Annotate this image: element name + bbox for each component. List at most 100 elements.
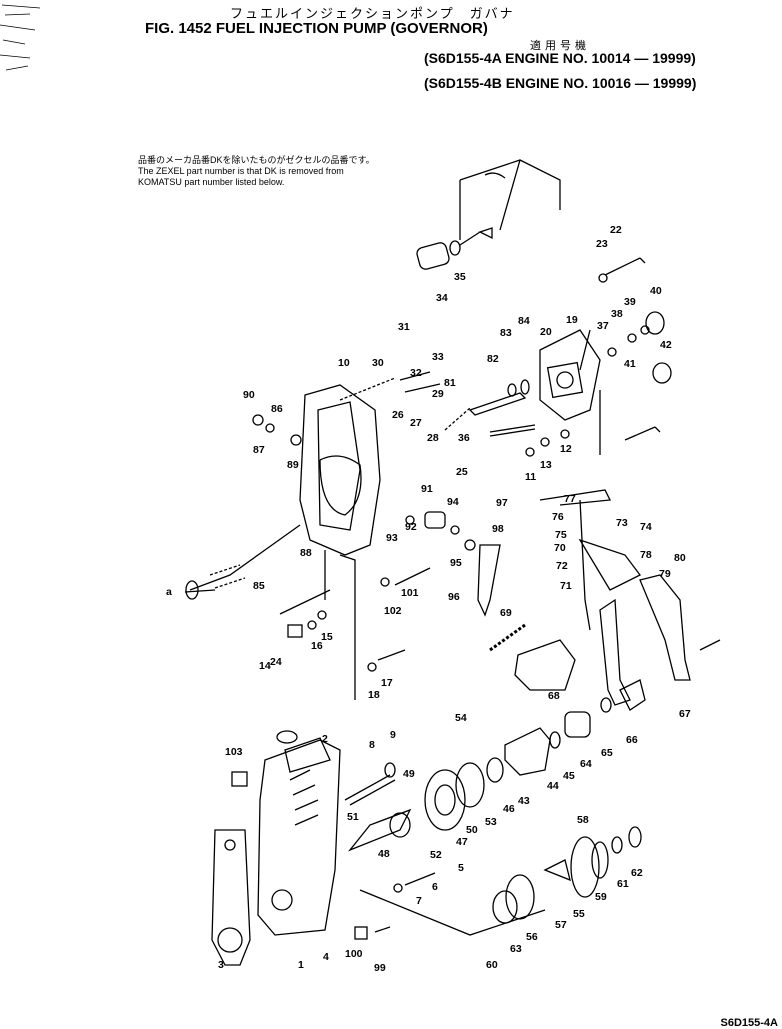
callout-label: 60 <box>486 959 498 971</box>
callout-label: 37 <box>597 320 609 332</box>
callout-label: 83 <box>500 327 512 339</box>
callout-label: 2 <box>322 733 328 745</box>
callout-label: 62 <box>631 867 643 879</box>
callout-label: 1 <box>298 959 304 971</box>
callout-label: 52 <box>430 849 442 861</box>
callout-label: 55 <box>573 908 585 920</box>
callout-label: 8 <box>369 739 375 751</box>
callout-label: 41 <box>624 358 636 370</box>
applicability-label: 適用号機 <box>530 40 590 52</box>
callout-label: 42 <box>660 339 672 351</box>
callout-label: 11 <box>525 471 536 483</box>
callout-label: 57 <box>555 919 567 931</box>
callout-label: 90 <box>243 389 255 401</box>
drawing-code: S6D155-4A <box>720 1017 778 1029</box>
callout-label: 6 <box>432 881 438 893</box>
callout-label: 9 <box>390 729 396 741</box>
callout-label: 75 <box>555 529 567 541</box>
callout-label: 97 <box>496 497 508 509</box>
callout-label: 39 <box>624 296 636 308</box>
callout-label: 46 <box>503 803 515 815</box>
part-callout-labels: 1234567891011121314151617181920222324252… <box>218 224 691 974</box>
callout-label: 67 <box>679 708 691 720</box>
callout-label: 86 <box>271 403 283 415</box>
callout-label: 59 <box>595 891 607 903</box>
callout-label: 17 <box>381 677 393 689</box>
callout-label: 103 <box>225 746 243 758</box>
callout-label: 78 <box>640 549 652 561</box>
callout-label: 12 <box>560 443 572 455</box>
callout-label: 38 <box>611 308 623 320</box>
callout-label: 102 <box>384 605 402 617</box>
callout-label: 91 <box>421 483 433 495</box>
figure-title: FIG. 1452 FUEL INJECTION PUMP (GOVERNOR) <box>145 20 488 37</box>
callout-label: 85 <box>253 580 265 592</box>
callout-label: 24 <box>270 656 282 668</box>
callout-label: 23 <box>596 238 608 250</box>
callout-label: 28 <box>427 432 439 444</box>
callout-label: 100 <box>345 948 363 960</box>
callout-label: 36 <box>458 432 470 444</box>
callout-label: 68 <box>548 690 560 702</box>
callout-label: 15 <box>321 631 333 643</box>
callout-label: 89 <box>287 459 299 471</box>
callout-label: 99 <box>374 962 386 974</box>
callout-label: 13 <box>540 459 552 471</box>
callout-label: 95 <box>450 557 462 569</box>
callout-label: 56 <box>526 931 538 943</box>
callout-label: 74 <box>640 521 652 533</box>
callout-label: 61 <box>617 878 629 890</box>
callout-label: 88 <box>300 547 312 559</box>
callout-label: 50 <box>466 824 478 836</box>
callout-label: 70 <box>554 542 566 554</box>
callout-label: 80 <box>674 552 686 564</box>
callout-label: 32 <box>410 367 422 379</box>
callout-label: 72 <box>556 560 568 572</box>
part-outlines <box>0 4 721 966</box>
japanese-title: フュエルインジェクションポンプ ガバナ <box>230 6 515 21</box>
callout-label: 20 <box>540 326 552 338</box>
callout-label: 7 <box>416 895 422 907</box>
callout-label: 84 <box>518 315 530 327</box>
callout-label: 49 <box>403 768 415 780</box>
callout-label: 65 <box>601 747 613 759</box>
callout-label: 27 <box>410 417 422 429</box>
callout-label: 66 <box>626 734 638 746</box>
callout-label: 35 <box>454 271 466 283</box>
callout-label: 96 <box>448 591 460 603</box>
callout-label: 81 <box>444 377 456 389</box>
callout-label: 63 <box>510 943 522 955</box>
callout-label: 76 <box>552 511 564 523</box>
callout-label: 47 <box>456 836 468 848</box>
callout-label: 5 <box>458 862 464 874</box>
callout-label: 22 <box>610 224 622 236</box>
note-english-line-2: KOMATSU part number listed below. <box>138 177 285 187</box>
callout-label: 79 <box>659 568 671 580</box>
callout-label: 93 <box>386 532 398 544</box>
callout-a-left: a <box>166 586 172 598</box>
callout-label: 51 <box>347 811 359 823</box>
callout-label: 30 <box>372 357 384 369</box>
callout-label: 45 <box>563 770 575 782</box>
callout-label: 71 <box>560 580 572 592</box>
callout-a-arrow-left: a <box>166 586 172 598</box>
callout-label: 29 <box>432 388 444 400</box>
callout-label: 82 <box>487 353 499 365</box>
callout-label: 101 <box>401 587 419 599</box>
callout-label: 19 <box>566 314 578 326</box>
callout-label: 16 <box>311 640 323 652</box>
callout-label: 10 <box>338 357 350 369</box>
callout-label: 58 <box>577 814 589 826</box>
callout-label: 26 <box>392 409 404 421</box>
callout-label: 31 <box>398 321 410 333</box>
callout-label: 54 <box>455 712 467 724</box>
callout-label: 69 <box>500 607 512 619</box>
callout-label: 33 <box>432 351 444 363</box>
callout-label: 94 <box>447 496 459 508</box>
callout-label: 87 <box>253 444 265 456</box>
callout-label: 48 <box>378 848 390 860</box>
callout-label: 64 <box>580 758 592 770</box>
callout-label: 53 <box>485 816 497 828</box>
